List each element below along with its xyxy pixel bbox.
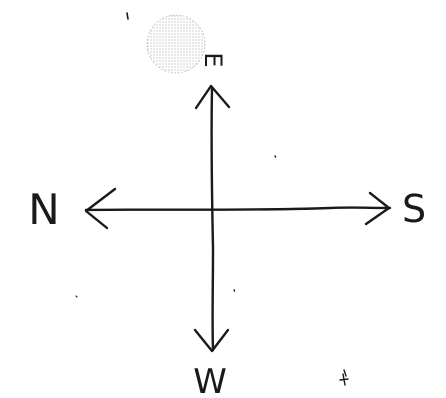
direction-label-bottom: W	[193, 362, 227, 398]
vertical-axis-line	[210, 87, 215, 352]
arrowhead-bottom-icon	[193, 328, 230, 353]
direction-label-left: N	[28, 185, 59, 234]
arrowhead-right-icon	[364, 191, 391, 226]
arrowhead-left-icon	[84, 187, 117, 230]
horizontal-axis-line	[84, 206, 392, 212]
direction-label-right: S	[402, 187, 426, 231]
arrowhead-top-icon	[194, 84, 231, 110]
stray-marks	[75, 12, 349, 386]
direction-label-top: E	[199, 52, 227, 67]
sun-circle	[146, 14, 206, 74]
